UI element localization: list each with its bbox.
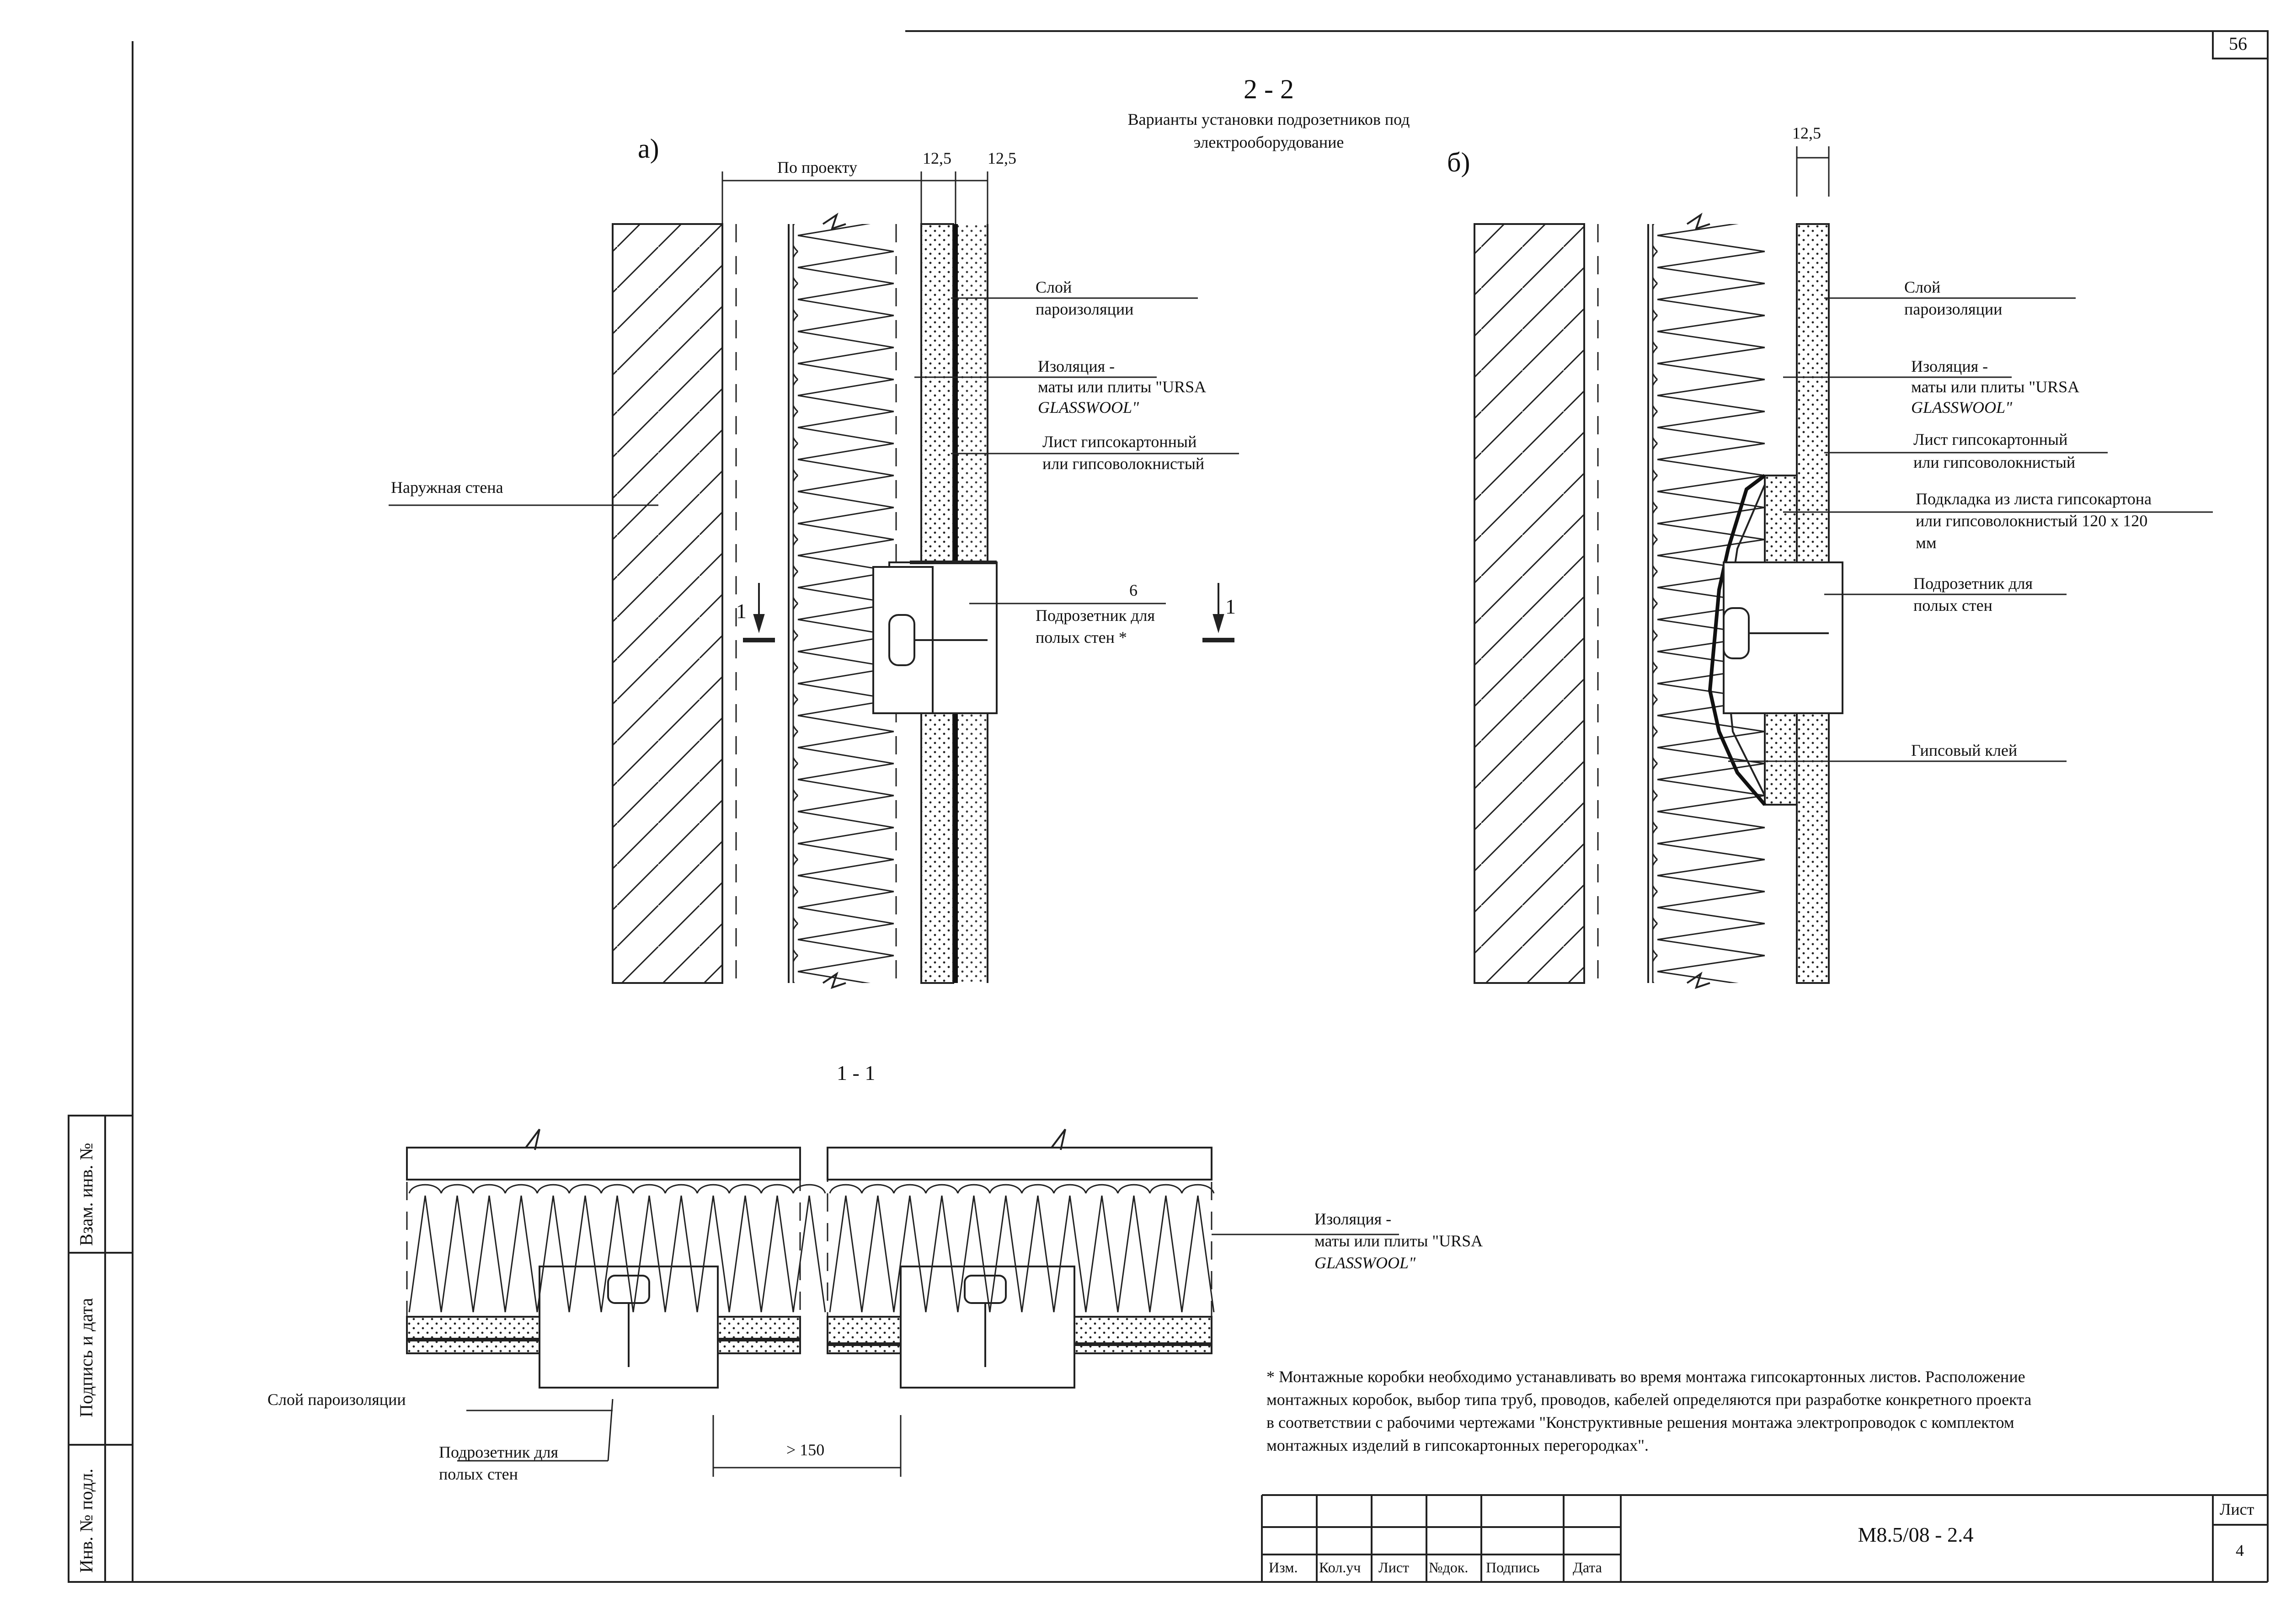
b-glue: Гипсовый клей — [1911, 741, 2018, 759]
section-mark-a — [743, 583, 1234, 642]
section-subtitle-2: электрооборудование — [1193, 133, 1344, 151]
title-code: М8.5/08 - 2.4 — [1858, 1523, 1974, 1546]
s-box-2: полых стен — [439, 1465, 518, 1483]
a-section-mark-left: 1 — [736, 599, 747, 623]
title-sheet-label: Лист — [2220, 1500, 2254, 1518]
title-col-list: Лист — [1378, 1559, 1410, 1576]
footnote-line-1: * Монтажные коробки необходимо устанавли… — [1266, 1368, 2025, 1386]
b-board-2: или гипсоволокнистый — [1913, 453, 2076, 471]
variant-b-label: б) — [1447, 147, 1470, 177]
b-insul-1: Изоляция - — [1911, 357, 1988, 375]
b-box-1: Подрозетник для — [1913, 574, 2033, 593]
side-stamp-frame — [68, 1115, 134, 1583]
a-box-1: Подрозетник для — [1036, 606, 1155, 625]
dim-a-2: 12,5 — [988, 149, 1016, 167]
a-box-num: 6 — [1129, 581, 1138, 599]
variant-b-drawing — [1474, 146, 2213, 989]
title-col-izm: Изм. — [1269, 1559, 1298, 1576]
variant-a-drawing — [389, 171, 1239, 989]
section-1-1-title: 1 - 1 — [837, 1061, 876, 1084]
gypsum-glue-b — [1708, 474, 1767, 806]
b-pad-1: Подкладка из листа гипсокартона — [1916, 490, 2152, 508]
s-insul-3: GLASSWOOL" — [1314, 1254, 1416, 1272]
stamp-inv: Инв. № подл. — [76, 1469, 96, 1573]
gypsum-board-a-top — [920, 223, 954, 563]
title-col-data: Дата — [1573, 1559, 1602, 1576]
b-vapor-2: пароизоляции — [1904, 300, 2003, 318]
variant-a-label: а) — [638, 134, 659, 164]
section-subtitle-1: Варианты установки подрозетников под — [1127, 110, 1410, 128]
stamp-vzam: Взам. инв. № — [76, 1143, 96, 1246]
footnote-line-2: монтажных коробок, выбор типа труб, пров… — [1266, 1390, 2032, 1409]
dim-project: По проекту — [777, 158, 857, 176]
b-pad-2: или гипсоволокнистый 120 х 120 — [1916, 512, 2148, 530]
socket-box-a — [872, 561, 998, 714]
outer-wall-a — [612, 223, 723, 984]
a-vapor-2: пароизоляции — [1036, 300, 1134, 318]
gypsum-board-a-bottom — [920, 712, 954, 984]
a-box-2: полых стен * — [1036, 628, 1127, 646]
s-vapor: Слой пароизоляции — [267, 1390, 406, 1409]
b-vapor-1: Слой — [1904, 278, 1941, 296]
section-1-1-drawing — [406, 1128, 1399, 1477]
a-outer-wall: Наружная стена — [391, 478, 503, 497]
a-insul-1: Изоляция - — [1038, 357, 1115, 375]
a-insul-3: GLASSWOOL" — [1038, 398, 1139, 417]
b-box-2: полых стен — [1913, 596, 1992, 614]
socket-box-b — [1723, 561, 1843, 714]
s-insul-1: Изоляция - — [1314, 1210, 1392, 1228]
a-board-1: Лист гипсокартонный — [1042, 433, 1197, 451]
title-block-frame — [1261, 1494, 2268, 1582]
stamp-podpis: Подпись и дата — [76, 1298, 96, 1417]
footnote-line-4: монтажных изделий в гипсокартонных перег… — [1266, 1436, 1649, 1454]
s-insul-2: маты или плиты "URSA — [1314, 1232, 1483, 1250]
title-col-podpis: Подпись — [1486, 1559, 1540, 1576]
outer-wall-b — [1474, 223, 1585, 984]
b-insul-3: GLASSWOOL" — [1911, 398, 2013, 417]
s-dim-gap: > 150 — [786, 1441, 825, 1459]
dim-b-1: 12,5 — [1792, 124, 1821, 142]
s-box-1: Подрозетник для — [439, 1443, 559, 1461]
title-sheet-number: 4 — [2236, 1541, 2244, 1560]
a-section-mark-right: 1 — [1225, 595, 1236, 618]
title-col-ndok: №док. — [1429, 1559, 1469, 1576]
title-col-kol: Кол.уч — [1319, 1559, 1361, 1576]
a-insul-2: маты или плиты "URSA — [1038, 378, 1207, 396]
b-insul-2: маты или плиты "URSA — [1911, 378, 2080, 396]
a-board-2: или гипсоволокнистый — [1042, 454, 1205, 473]
b-board-1: Лист гипсокартонный — [1913, 430, 2068, 449]
section-title: 2 - 2 — [1244, 74, 1294, 104]
dim-a-1: 12,5 — [923, 149, 951, 167]
sheet-corner-number: 56 — [2229, 33, 2247, 54]
footnote-line-3: в соответствии с рабочими чертежами "Кон… — [1266, 1413, 2014, 1432]
b-pad-3: мм — [1916, 534, 1937, 552]
a-vapor-1: Слой — [1036, 278, 1072, 296]
